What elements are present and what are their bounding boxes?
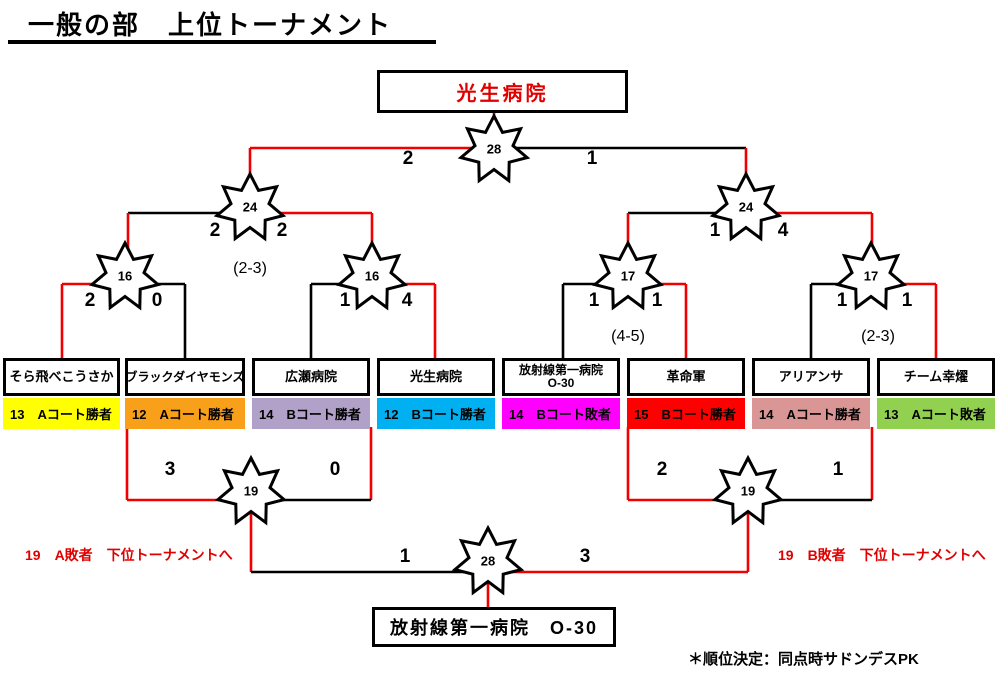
team-name-line2: O-30 [547, 376, 575, 390]
team-name-box: 光生病院 [377, 358, 495, 396]
team-name-box: ブラックダイヤモンズ [125, 358, 245, 396]
match-number: 28 [480, 553, 496, 569]
score-left: 1 [588, 290, 600, 311]
match-number: 24 [242, 199, 258, 215]
pk-note: (4-5) [611, 328, 645, 345]
score-left: 2 [209, 220, 221, 241]
match-number: 28 [486, 141, 502, 157]
match-number: 24 [738, 199, 754, 215]
loser-19a-note: 19 A敗者 下位トーナメントへ [25, 547, 233, 563]
team-seed-label: 12 Bコート勝者 [377, 398, 495, 429]
team-name: アリアンサ [778, 369, 844, 385]
match-star-qf_16l [88, 239, 162, 311]
match-number: 17 [863, 268, 879, 284]
champion-box: 光生病院 [377, 70, 628, 113]
team-cell-sora-tobe-kousaka: そら飛べこうさか 13 Aコート勝者 [3, 358, 120, 429]
team-seed-text: 13 Aコート敗者 [884, 407, 986, 422]
team-name: チーム幸燿 [903, 369, 969, 385]
match-number: 19 [243, 483, 259, 499]
title-underline [8, 40, 436, 44]
score-left: 2 [84, 290, 96, 311]
score-right: 1 [586, 148, 598, 169]
score-right: 0 [151, 290, 163, 311]
team-name-box: チーム幸燿 [877, 358, 995, 396]
score-left: 3 [164, 459, 176, 480]
match-star-lower_19a [214, 454, 288, 526]
match-number: 17 [620, 268, 636, 284]
team-cell-kakumeigun: 革命軍 15 Bコート勝者 [627, 358, 745, 429]
match-star-qf_16r [335, 239, 409, 311]
team-name: そら飛べこうさか [9, 369, 114, 385]
score-right: 1 [832, 459, 844, 480]
lower-bracket-winner-name: 放射線第一病院 O-30 [389, 618, 599, 638]
team-seed-text: 14 Bコート勝者 [259, 407, 361, 422]
score-right: 2 [276, 220, 288, 241]
team-seed-label: 13 Aコート敗者 [877, 398, 995, 429]
team-name: 放射線第一病院 [518, 363, 603, 378]
match-star-semi_left [213, 170, 287, 242]
team-seed-label: 14 Aコート勝者 [752, 398, 870, 429]
match-number: 16 [117, 268, 133, 284]
match-star-final_top [457, 112, 531, 184]
score-right: 4 [777, 220, 789, 241]
team-seed-label: 12 Aコート勝者 [125, 398, 245, 429]
team-cell-aliansa: アリアンサ 14 Aコート勝者 [752, 358, 870, 429]
score-left: 1 [709, 220, 721, 241]
team-seed-label: 14 Bコート勝者 [252, 398, 370, 429]
team-seed-label: 15 Bコート勝者 [627, 398, 745, 429]
score-left: 1 [399, 546, 411, 567]
match-star-semi_right [709, 170, 783, 242]
match-star-lower_final [451, 524, 525, 596]
pk-note: (2-3) [233, 260, 267, 277]
team-name: ブラックダイヤモンズ [125, 369, 245, 384]
ranking-rule-footnote: ＊順位決定：同点時サドンデスPK [688, 651, 919, 668]
team-seed-text: 15 Bコート勝者 [634, 407, 736, 422]
lower-bracket-winner-box: 放射線第一病院 O-30 [372, 607, 616, 647]
team-cell-team-koyo: チーム幸燿 13 Aコート敗者 [877, 358, 995, 429]
page-title: 一般の部 上位トーナメント [28, 10, 393, 40]
team-seed-text: 14 Aコート勝者 [759, 407, 861, 422]
team-cell-kosei-byoin: 光生病院 12 Bコート勝者 [377, 358, 495, 429]
loser-19b-note: 19 B敗者 下位トーナメントへ [778, 547, 986, 563]
match-number: 19 [740, 483, 756, 499]
score-left: 2 [402, 148, 414, 169]
team-name-box: 革命軍 [627, 358, 745, 396]
score-right: 0 [329, 459, 341, 480]
pk-note: (2-3) [861, 328, 895, 345]
team-name: 広瀬病院 [284, 369, 337, 385]
score-right: 1 [651, 290, 663, 311]
team-name-box: 広瀬病院 [252, 358, 370, 396]
team-seed-text: 12 Aコート勝者 [132, 407, 234, 422]
team-name-box: そら飛べこうさか [3, 358, 120, 396]
team-seed-text: 13 Aコート勝者 [10, 407, 112, 422]
team-name: 革命軍 [666, 369, 706, 385]
match-star-qf_17l [591, 239, 665, 311]
match-star-lower_19b [711, 454, 785, 526]
team-name-box: アリアンサ [752, 358, 870, 396]
team-cell-black-diamonds: ブラックダイヤモンズ 12 Aコート勝者 [125, 358, 245, 429]
team-seed-text: 14 Bコート敗者 [509, 407, 611, 422]
team-seed-label: 13 Aコート勝者 [3, 398, 120, 429]
score-right: 4 [401, 290, 413, 311]
team-seed-label: 14 Bコート敗者 [502, 398, 620, 429]
score-left: 1 [339, 290, 351, 311]
team-cell-hirose-byoin: 広瀬病院 14 Bコート勝者 [252, 358, 370, 429]
team-seed-text: 12 Bコート勝者 [384, 407, 486, 422]
team-name: 光生病院 [409, 369, 462, 385]
score-left: 1 [836, 290, 848, 311]
match-number: 16 [364, 268, 380, 284]
champion-name: 光生病院 [456, 83, 549, 105]
score-right: 3 [579, 546, 591, 567]
match-star-qf_17r [834, 239, 908, 311]
score-right: 1 [901, 290, 913, 311]
score-left: 2 [656, 459, 668, 480]
